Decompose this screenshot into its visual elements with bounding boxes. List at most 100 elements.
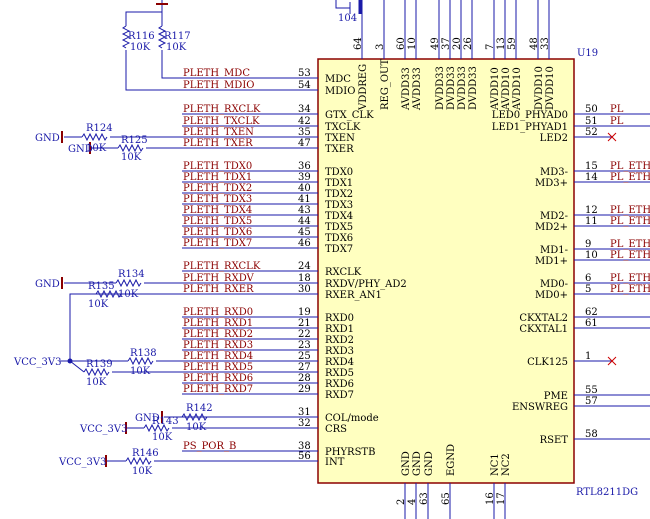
pin-number-26: 26: [463, 37, 474, 50]
net-label-rxd5: PLETH_RXD5: [183, 362, 253, 373]
r143-value: 10K: [152, 432, 173, 443]
r125-ref: R125: [121, 135, 148, 146]
pin-number-9: 9: [585, 239, 591, 250]
pin-number-28: 28: [298, 373, 311, 384]
r117-value: 10K: [166, 42, 187, 53]
pin-name-avdd33-60: AVDD33: [401, 67, 412, 111]
net-label-rxclk: PLETH_RXCLK: [183, 261, 261, 272]
pin-name-tdx3: TDX3: [325, 200, 353, 211]
pin-number-17: 17: [496, 492, 507, 505]
r124-ref: R124: [86, 123, 113, 134]
pin-number-7: 7: [485, 44, 496, 50]
pin-name-led1-phyad1: LED1_PHYAD1: [492, 122, 568, 133]
pin-name-tdx7: TDX7: [325, 244, 353, 255]
chip-refdes: U19: [577, 48, 598, 59]
pin-name-rxclk: RXCLK: [325, 267, 362, 278]
pin-number-54: 54: [298, 80, 311, 91]
pin-name-mdio: MDIO: [325, 86, 355, 97]
net-label-tdx5: PLETH_TDX5: [183, 216, 252, 227]
pin-number-38: 38: [298, 441, 311, 452]
pin-number-5: 5: [585, 284, 591, 295]
net-label-led1-phyad1: PL: [610, 116, 624, 127]
pin-name-led2: LED2: [540, 133, 568, 144]
pin-number-27: 27: [298, 362, 311, 373]
capacitor-c104: [335, 0, 351, 14]
r138-value: 10K: [130, 366, 151, 377]
net-label-tdx4: PLETH_TDX4: [183, 205, 252, 216]
pin-name-tdx5: TDX5: [325, 222, 353, 233]
pin-name-col-mode: COL/mode: [325, 413, 379, 424]
pin-name-rxd4: RXD4: [325, 357, 354, 368]
junction-vcc: [67, 358, 73, 364]
pin-number-59: 59: [507, 37, 518, 50]
pin-number-40: 40: [298, 183, 311, 194]
pin-number-14: 14: [585, 172, 598, 183]
pin-number-29: 29: [298, 384, 311, 395]
pin-name-ckxtal2: CKXTAL2: [519, 313, 568, 324]
pin-number-62: 62: [585, 307, 598, 318]
net-label-tdx3: PLETH_TDX3: [183, 194, 252, 205]
vcc-label-2: VCC_3V3: [79, 424, 127, 435]
r146-value: 10K: [132, 466, 153, 477]
pin-name-gnd-4: GND: [412, 451, 423, 476]
pin-number-53: 53: [298, 68, 311, 79]
pin-number-48: 48: [529, 37, 540, 50]
pin-name-md1-: MD1+: [535, 256, 568, 267]
pin-name-avdd10-7: AVDD10: [490, 67, 501, 111]
pin-number-15: 15: [585, 161, 598, 172]
pin-number-65: 65: [441, 492, 452, 505]
pin-name-rxd6: RXD6: [325, 379, 354, 390]
pin-number-45: 45: [298, 227, 311, 238]
vcc-label-1: VCC_3V3: [13, 357, 61, 368]
pin-name-rxd2: RXD2: [325, 335, 354, 346]
pin-name-gnd-63: GND: [424, 451, 435, 476]
pin-number-63: 63: [419, 492, 430, 505]
pin-number-35: 35: [298, 127, 311, 138]
net-label-tdx7: PLETH_TDX7: [183, 238, 252, 249]
net-label-phyrstb: PS_POR_B: [183, 441, 236, 452]
pin-number-47: 47: [298, 138, 311, 149]
pin-number-42: 42: [298, 116, 311, 127]
net-label-rxd4: PLETH_RXD4: [183, 351, 253, 362]
r125-value: 10K: [121, 152, 142, 163]
gnd-label-1: GND: [35, 133, 60, 144]
pin-name-md3-: MD3-: [540, 167, 568, 178]
pin-number-2: 2: [396, 499, 407, 505]
pin-name-nc1-16: NC1: [490, 453, 501, 476]
net-label-led0-phyad0: PL: [610, 104, 624, 115]
pin-name-md2-: MD2+: [535, 222, 568, 233]
pin-name-rxer-an1: RXER_AN1: [325, 290, 382, 301]
pullup-mdc-mdio: [121, 0, 318, 91]
net-label-tdx1: PLETH_TDX1: [183, 172, 252, 183]
pin-name-avdd33-10: AVDD33: [412, 67, 423, 111]
pin-name-avdd10-13: AVDD10: [501, 67, 512, 111]
pin-number-46: 46: [298, 238, 311, 249]
c104-value: 104: [338, 13, 357, 24]
gnd-label-2: GND: [68, 144, 93, 155]
pin-number-23: 23: [298, 340, 311, 351]
pin-name-dvdd33-37: DVDD33: [446, 66, 457, 110]
pin-name-vddreg-64: VDDREG: [358, 64, 369, 111]
pin-number-13: 13: [496, 37, 507, 50]
net-label-gtx-clk: PLETH_RXCLK: [183, 104, 261, 115]
net-label-md0-: PL_ETH: [610, 284, 650, 295]
net-label-tdx0: PLETH_TDX0: [183, 161, 252, 172]
pin-name-nc2-17: NC2: [501, 453, 512, 476]
no-connect-mark-clk125: [607, 356, 617, 366]
r143-ref: R143: [152, 416, 179, 427]
gnd-label-4: GND: [135, 413, 160, 424]
chip-part-number: RTL8211DG: [576, 487, 638, 498]
pin-number-41: 41: [298, 194, 311, 205]
net-label-md0-: PL_ETH: [610, 273, 650, 284]
net-label-txen: PLETH_TXEN: [183, 127, 254, 138]
net-label-rxd3: PLETH_RXD3: [183, 340, 253, 351]
r134-ref: R134: [118, 269, 145, 280]
pin-name-md0-: MD0+: [535, 290, 568, 301]
vcc-label-3: VCC_3V3: [58, 457, 106, 468]
pin-name-rxd7: RXD7: [325, 390, 354, 401]
pin-name-mdc: MDC: [325, 74, 351, 85]
pin-number-10: 10: [407, 37, 418, 50]
net-label-tdx2: PLETH_TDX2: [183, 183, 252, 194]
pin-name-ckxtal1: CKXTAL1: [519, 324, 568, 335]
